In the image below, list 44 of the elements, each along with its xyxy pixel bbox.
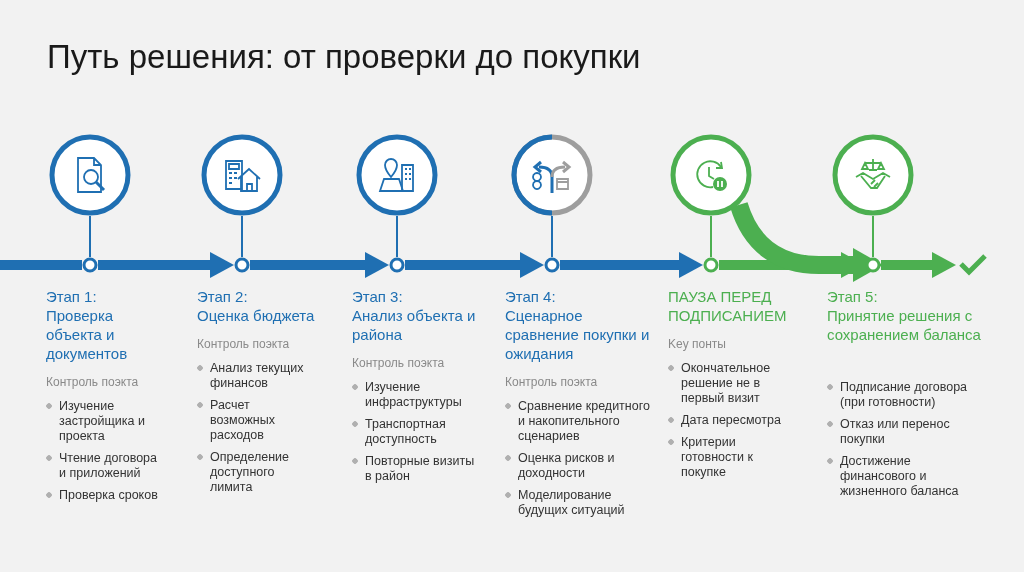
stage-heading: ПАУЗА ПЕРЕД ПОДПИСАНИЕМ (668, 287, 788, 325)
stage-circle (356, 134, 438, 216)
section-caption: Контроль поэкта (197, 337, 291, 351)
connector-line (241, 215, 243, 258)
title: Путь решения: от проверки до покупки (47, 38, 641, 76)
timeline-marker (389, 257, 405, 273)
connector-line (396, 215, 398, 258)
timeline-marker (82, 257, 98, 273)
timeline-marker (865, 257, 881, 273)
stage-heading: Этап 5: (827, 287, 879, 306)
stage-heading: Принятие решения с сохранением баланса (827, 306, 982, 344)
stage-circle (201, 134, 283, 216)
stage-heading: Этап 1: (46, 287, 98, 306)
timeline-arrow (405, 252, 544, 278)
bullet-item: Чтение договора и приложений (46, 451, 158, 481)
timeline-marker (703, 257, 719, 273)
stage-heading: Проверка объекта и документов (46, 306, 129, 363)
stage-heading: Сценарное сравнение покупки и ожидания (505, 306, 651, 363)
timeline-arrow (560, 252, 703, 278)
timeline-line (0, 260, 82, 270)
timeline-marker (234, 257, 250, 273)
connector-line (710, 215, 712, 258)
checkmark-icon (958, 252, 988, 276)
timeline-arrow (881, 252, 956, 278)
stage-heading: Оценка бюджета (197, 306, 316, 325)
stage-heading: Этап 2: (197, 287, 249, 306)
stage-circle (49, 134, 131, 216)
timeline-arrow (250, 252, 389, 278)
section-caption: Контроль поэкта (352, 356, 446, 370)
stage-circle (670, 134, 752, 216)
timeline-marker (544, 257, 560, 273)
connector-line (551, 215, 553, 258)
section-caption: Контроль поэкта (505, 375, 599, 389)
stage-heading: Этап 3: (352, 287, 404, 306)
section-caption: Key понты (668, 337, 727, 351)
timeline-arrow (98, 252, 234, 278)
stage-heading: Этап 4: (505, 287, 557, 306)
stage-circle (832, 134, 914, 216)
stage-circle (511, 134, 593, 216)
connector-line (89, 215, 91, 258)
bullet-item: Проверка сроков (46, 488, 158, 503)
connector-line (872, 215, 874, 258)
stage-heading: Анализ объекта и района (352, 306, 477, 344)
section-caption: Контроль поэкта (46, 375, 140, 389)
